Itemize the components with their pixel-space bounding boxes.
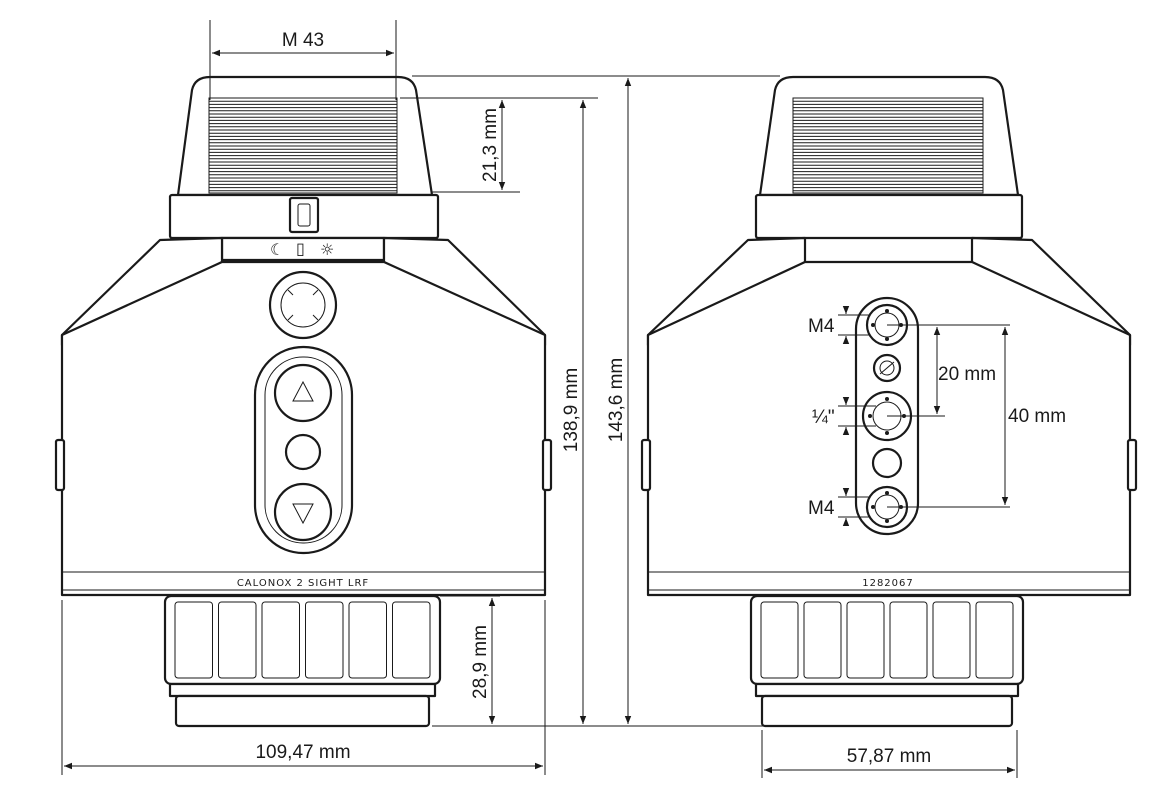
back-thread	[792, 97, 984, 194]
night-mode-icon: ☾	[270, 240, 284, 259]
objective-diameter-dimension: 57,87 mm	[847, 746, 931, 767]
serial-label: 1282067	[862, 578, 914, 589]
blank-port	[871, 447, 903, 479]
spacing-short-dimension: 20 mm	[938, 364, 996, 385]
back-collar	[754, 193, 1024, 240]
front-view: ☾ ▯ ☼ CALONOX 2 SIGHT LRF	[54, 75, 553, 728]
back-objective-ring	[749, 594, 1025, 686]
four-way-pad-icon[interactable]	[268, 270, 338, 340]
down-button[interactable]	[273, 482, 333, 542]
quarter-inch-label: ¼"	[812, 407, 835, 428]
eyepiece-height-dimension: 21,3 mm	[480, 108, 501, 182]
front-thread	[208, 97, 398, 194]
back-grip	[760, 601, 1014, 679]
triangle-up-icon	[292, 380, 314, 402]
lock-screw	[872, 353, 902, 383]
center-button[interactable]	[284, 433, 322, 471]
m4-bottom-label: M4	[808, 498, 835, 519]
back-objective-tip	[760, 694, 1014, 728]
objective-height-dimension: 28,9 mm	[470, 625, 491, 699]
front-objective-ring	[163, 594, 442, 686]
day-mode-icon: ☼	[320, 240, 334, 259]
up-button[interactable]	[273, 363, 333, 423]
mid-mode-icon: ▯	[296, 239, 305, 258]
m4-top-label: M4	[808, 316, 835, 337]
body-height-dimension: 138,9 mm	[561, 368, 582, 452]
thread-dimension: M 43	[282, 30, 324, 51]
dimension-lines: M 43 21,3 mm 138,9 mm 143,6 mm 28,9 mm 1…	[61, 20, 1066, 778]
back-view: 1282067	[640, 75, 1138, 728]
mode-switch	[288, 196, 320, 234]
front-objective-tip	[174, 694, 431, 728]
width-dimension: 109,47 mm	[255, 742, 350, 763]
model-label: CALONOX 2 SIGHT LRF	[237, 578, 369, 589]
front-grip	[174, 601, 431, 679]
spacing-long-dimension: 40 mm	[1008, 406, 1066, 427]
total-height-dimension: 143,6 mm	[606, 358, 627, 442]
triangle-down-icon	[292, 503, 314, 525]
